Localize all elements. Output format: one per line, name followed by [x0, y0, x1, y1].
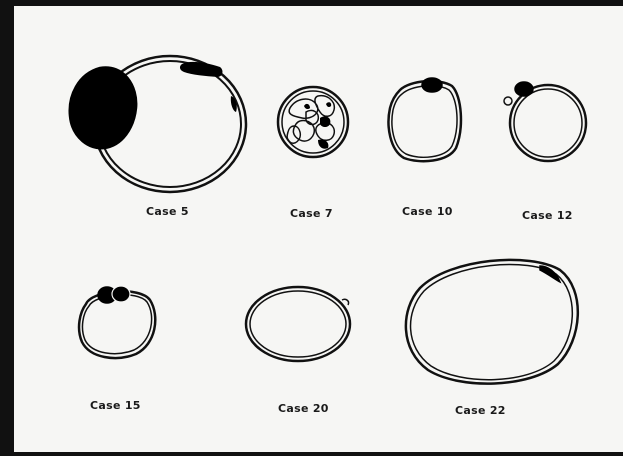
case-12-mass: [515, 82, 533, 96]
case-15-mass-right: [112, 286, 130, 302]
case-10-mass: [422, 78, 442, 92]
case-20-label: Case 20: [278, 402, 329, 415]
case-15-label: Case 15: [90, 399, 141, 412]
case-7-mass-1: [320, 116, 330, 127]
case-7-label: Case 7: [290, 207, 333, 220]
case-5-large-mass: [70, 68, 136, 149]
case-22-label: Case 22: [455, 404, 506, 417]
case-5-label: Case 5: [146, 205, 189, 218]
case-10-label: Case 10: [402, 205, 453, 218]
case-12-label: Case 12: [522, 209, 573, 222]
